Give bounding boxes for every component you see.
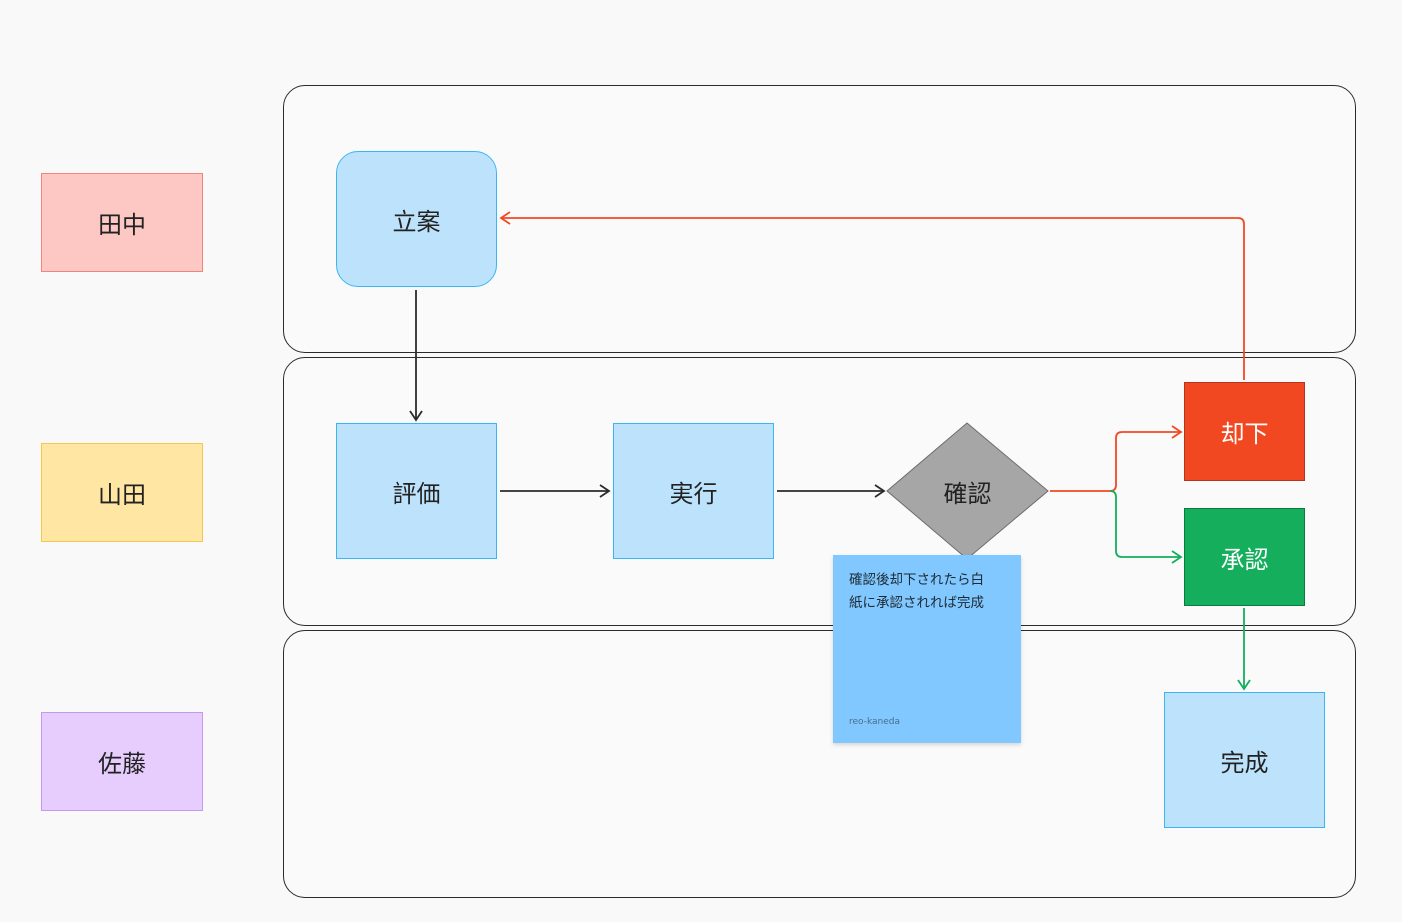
- node-evaluate-label: 評価: [392, 479, 441, 508]
- sticky-note-author: reo-kaneda: [849, 717, 900, 727]
- lane-label-yamada[interactable]: 山田: [41, 443, 203, 542]
- node-execute[interactable]: 実行: [613, 423, 774, 559]
- sticky-note[interactable]: 確認後却下されたら白 紙に承認されれば完成 reo-kaneda: [833, 555, 1021, 743]
- node-approve[interactable]: 承認: [1184, 508, 1305, 606]
- node-reject[interactable]: 却下: [1184, 382, 1305, 481]
- node-plan-label: 立案: [392, 207, 441, 236]
- node-complete-label: 完成: [1220, 748, 1269, 777]
- node-plan[interactable]: 立案: [336, 151, 497, 287]
- lane-label-sato[interactable]: 佐藤: [41, 712, 203, 811]
- sticky-note-text: 確認後却下されたら白 紙に承認されれば完成: [849, 572, 984, 611]
- node-reject-label: 却下: [1220, 420, 1269, 448]
- node-complete[interactable]: 完成: [1164, 692, 1325, 828]
- node-execute-label: 実行: [669, 479, 718, 508]
- node-approve-label: 承認: [1220, 545, 1269, 574]
- lane-label-tanaka[interactable]: 田中: [41, 173, 203, 272]
- node-evaluate[interactable]: 評価: [336, 423, 497, 559]
